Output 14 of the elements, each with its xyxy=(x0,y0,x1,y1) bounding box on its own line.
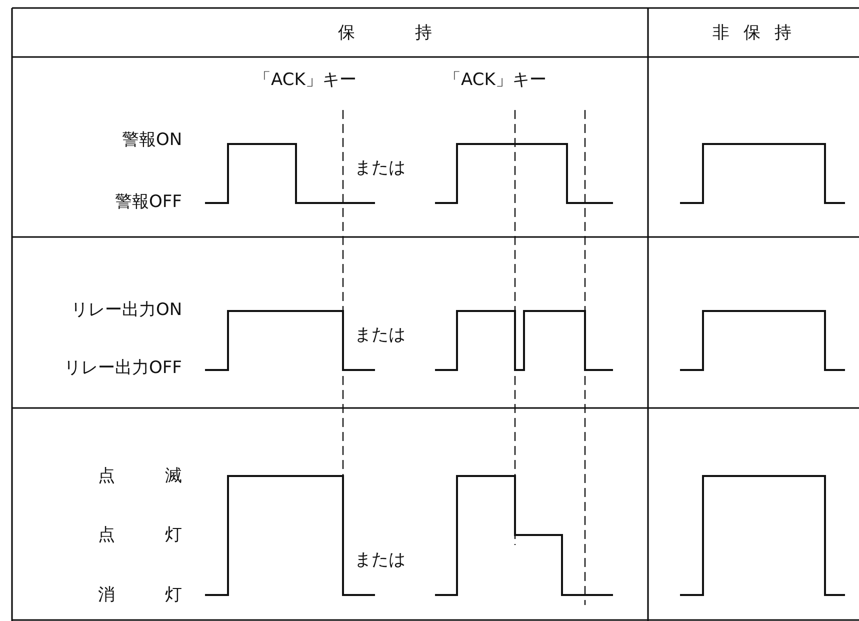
column-header: 非保持 xyxy=(712,23,806,43)
column-header: 保持 xyxy=(338,23,492,43)
state-label: 警報OFF xyxy=(115,192,182,212)
state-label: 警報ON xyxy=(122,130,182,150)
state-label: リレー出力ON xyxy=(71,300,182,320)
key-label: 「ACK」キー xyxy=(444,70,546,90)
alternative-label: または xyxy=(354,550,406,570)
state-label: 消灯 xyxy=(98,585,232,605)
alternative-label: または xyxy=(354,325,406,345)
state-label: リレー出力OFF xyxy=(64,358,182,378)
state-label: 点灯 xyxy=(98,525,232,545)
state-label: 点滅 xyxy=(98,466,232,486)
key-label: 「ACK」キー xyxy=(254,70,356,90)
alternative-label: または xyxy=(354,158,406,178)
